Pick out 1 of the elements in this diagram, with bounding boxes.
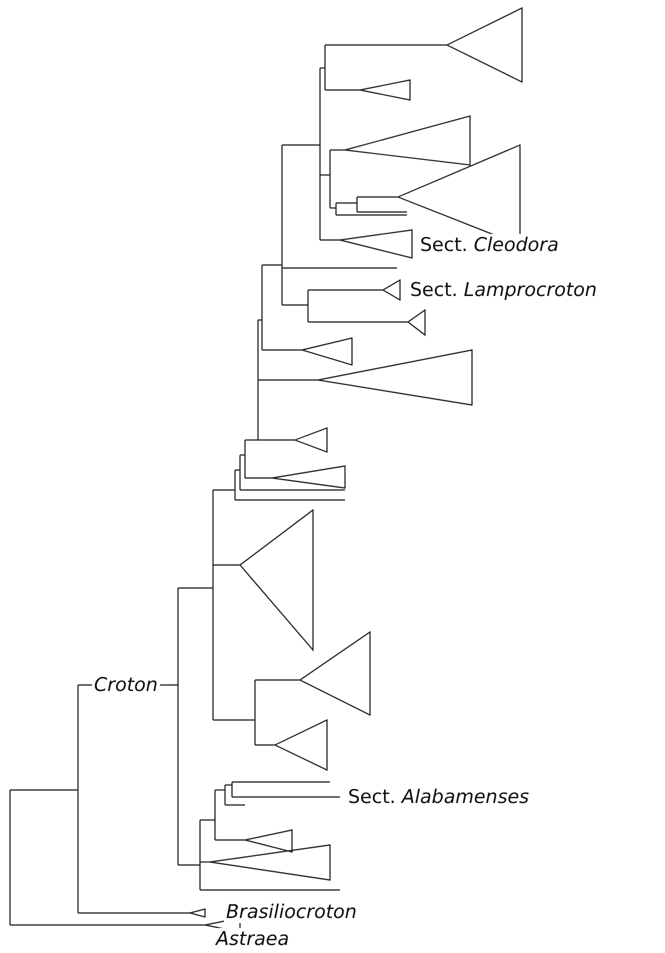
clade-label: Sect. Lamprocroton: [408, 279, 599, 301]
